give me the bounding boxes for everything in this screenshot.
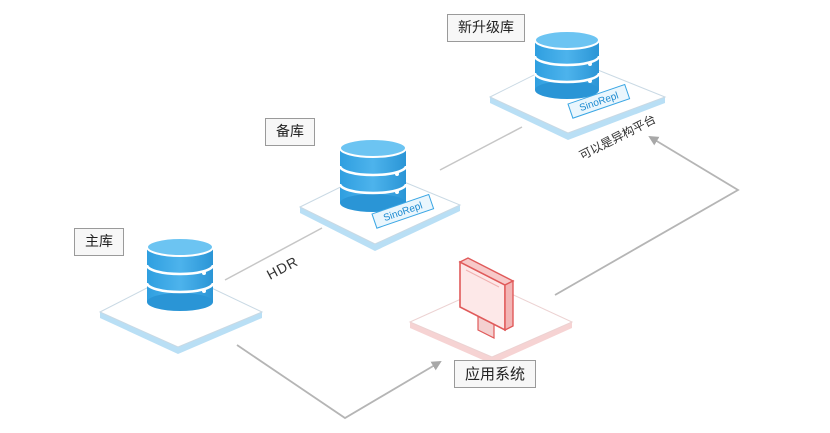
app-label: 应用系统 — [454, 360, 537, 388]
primary-node — [98, 237, 264, 354]
standby-node: SinoRepl — [298, 138, 462, 251]
arrow-app-to-upgrade — [554, 135, 740, 296]
primary-label: 主库 — [74, 228, 124, 256]
app-node — [408, 257, 574, 364]
monitor-icon — [458, 257, 515, 339]
standby-label: 备库 — [265, 118, 315, 146]
hdr-link-label: HDR — [264, 253, 301, 283]
primary-db-icon — [145, 237, 215, 311]
upgrade-node: SinoRepl — [488, 30, 667, 140]
upgrade-platform-side — [490, 97, 665, 140]
standby-db-icon — [338, 138, 408, 212]
upgrade-link-line — [439, 126, 523, 171]
hdr-link-line — [224, 227, 323, 281]
arrow-primary-to-app — [236, 344, 442, 420]
upgrade-db-icon — [533, 30, 601, 99]
upgrade-label: 新升级库 — [447, 14, 525, 42]
